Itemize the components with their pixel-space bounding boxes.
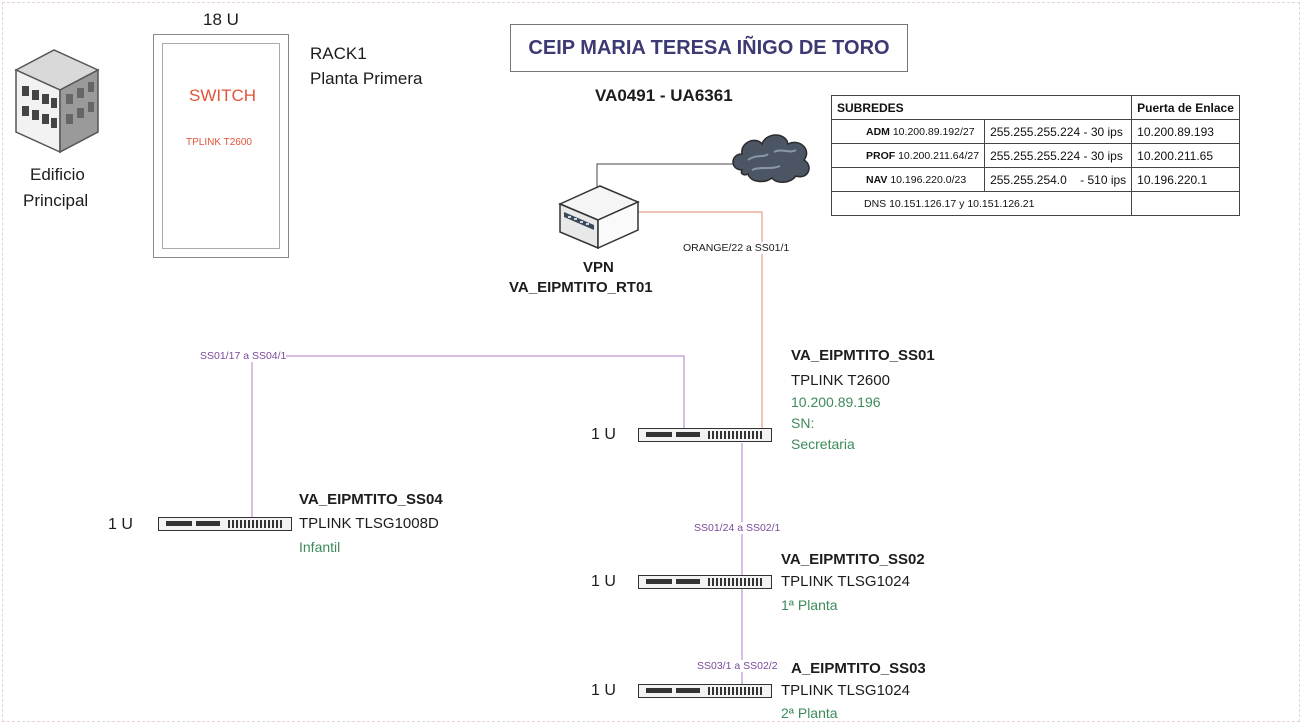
subnet-mask: 255.255.255.224 - 30 ips bbox=[984, 143, 1133, 168]
gateway-header: Puerta de Enlace bbox=[1131, 95, 1240, 120]
rack-cabinet bbox=[153, 34, 289, 258]
subnet-network: NAV 10.196.220.0/23 bbox=[830, 167, 986, 192]
dns-empty-cell bbox=[1131, 191, 1240, 216]
ss02-units: 1 U bbox=[591, 573, 616, 590]
rack-name: RACK1 bbox=[310, 44, 367, 63]
dns-servers: DNS 10.151.126.17 y 10.151.126.21 bbox=[830, 191, 1133, 216]
ss04-name: VA_EIPMTITO_SS04 bbox=[299, 491, 443, 508]
subnet-mask: 255.255.254.0 - 510 ips bbox=[984, 167, 1133, 192]
ss01-name: VA_EIPMTITO_SS01 bbox=[791, 347, 935, 364]
ss01-ip: 10.200.89.196 bbox=[791, 394, 881, 410]
ss03-ss02-label: SS03/1 a SS02/2 bbox=[697, 660, 778, 672]
ss01-switch-icon bbox=[638, 428, 772, 442]
subnet-network: PROF 10.200.211.64/27 bbox=[830, 143, 986, 168]
ss02-model: TPLINK TLSG1024 bbox=[781, 573, 910, 590]
rack-switch-model: TPLINK T2600 bbox=[186, 137, 252, 148]
dns-row: DNS 10.151.126.17 y 10.151.126.21 bbox=[830, 191, 1240, 216]
ss03-units: 1 U bbox=[591, 682, 616, 699]
ss02-switch-icon bbox=[638, 575, 772, 589]
subnet-gateway: 10.200.89.193 bbox=[1131, 119, 1240, 144]
ss03-switch-icon bbox=[638, 684, 772, 698]
ss03-name: A_EIPMTITO_SS03 bbox=[791, 660, 926, 677]
ss04-units: 1 U bbox=[108, 516, 133, 533]
subnet-row: PROF 10.200.211.64/27 255.255.255.224 - … bbox=[830, 143, 1240, 168]
ss02-location: 1ª Planta bbox=[781, 597, 838, 613]
subnet-row: NAV 10.196.220.0/23 255.255.254.0 - 510 … bbox=[830, 167, 1240, 192]
subnet-gateway: 10.200.211.65 bbox=[1131, 143, 1240, 168]
subnet-mask: 255.255.255.224 - 30 ips bbox=[984, 119, 1133, 144]
ss04-switch-icon bbox=[158, 517, 292, 531]
ss01-ss02-label: SS01/24 a SS02/1 bbox=[694, 522, 781, 534]
subnet-network: ADM 10.200.89.192/27 bbox=[830, 119, 986, 144]
building-label-line2: Principal bbox=[23, 191, 89, 210]
rack-inner bbox=[162, 43, 280, 249]
building-label-line1: Edificio bbox=[30, 165, 85, 184]
vpn-router-name: VA_EIPMTITO_RT01 bbox=[509, 279, 653, 296]
ss01-sn: SN: bbox=[791, 415, 815, 431]
orange-link-label: ORANGE/22 a SS01/1 bbox=[683, 242, 790, 254]
rack-location: Planta Primera bbox=[310, 69, 423, 88]
cloud-icon bbox=[732, 134, 810, 183]
ss01-model: TPLINK T2600 bbox=[791, 372, 890, 389]
vpn-label: VPN bbox=[583, 259, 614, 276]
rack-switch-label: SWITCH bbox=[189, 86, 257, 105]
page-title: CEIP MARIA TERESA IÑIGO DE TORO bbox=[510, 24, 908, 72]
subnet-gateway: 10.196.220.1 bbox=[1131, 167, 1240, 192]
ss03-model: TPLINK TLSG1024 bbox=[781, 682, 910, 699]
ss03-location: 2ª Planta bbox=[781, 705, 838, 721]
ss01-location: Secretaria bbox=[791, 436, 855, 452]
site-codes: VA0491 - UA6361 bbox=[595, 86, 733, 105]
rack-units: 18 U bbox=[203, 10, 239, 29]
ss01-ss04-label: SS01/17 a SS04/1 bbox=[200, 350, 287, 362]
subnets-table: SUBREDES Puerta de Enlace ADM 10.200.89.… bbox=[830, 95, 1240, 216]
ss01-ss04-link bbox=[251, 355, 685, 520]
ss04-model: TPLINK TLSG1008D bbox=[299, 515, 439, 532]
building-icon bbox=[14, 49, 100, 154]
vpn-router-icon bbox=[558, 185, 640, 250]
ss01-units: 1 U bbox=[591, 426, 616, 443]
ss04-location: Infantil bbox=[299, 539, 341, 555]
subnets-header-row: SUBREDES Puerta de Enlace bbox=[830, 95, 1240, 120]
subnets-header: SUBREDES bbox=[830, 95, 1133, 120]
ss02-name: VA_EIPMTITO_SS02 bbox=[781, 551, 925, 568]
orange-link bbox=[597, 211, 763, 430]
subnet-row: ADM 10.200.89.192/27 255.255.255.224 - 3… bbox=[830, 119, 1240, 144]
